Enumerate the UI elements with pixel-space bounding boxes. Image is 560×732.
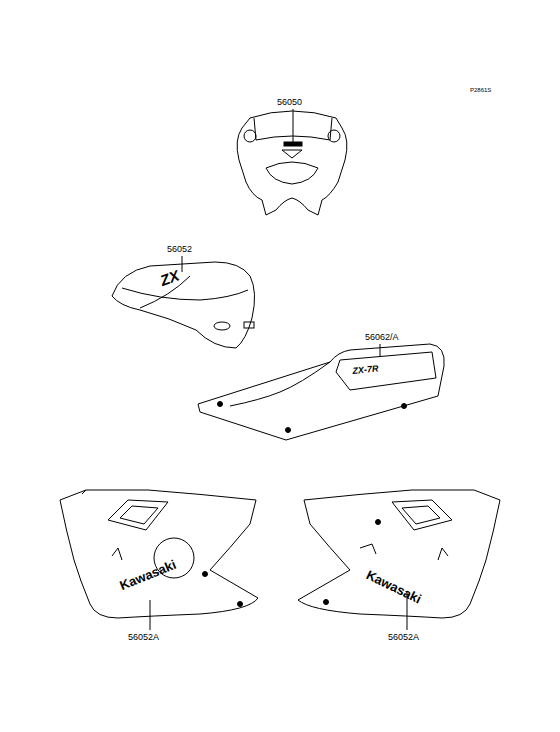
fuel-tank xyxy=(112,262,255,348)
decal-text: Kawasaki xyxy=(364,568,423,606)
mirror-mount xyxy=(244,130,256,142)
cowl-emblem xyxy=(284,142,302,146)
tank-line xyxy=(122,288,248,300)
mirror-mount xyxy=(328,130,340,142)
leader-line xyxy=(380,344,381,356)
callout-number: 56062/A xyxy=(365,333,399,342)
tank-fitting xyxy=(244,322,254,328)
fairing-clip xyxy=(360,544,376,554)
headlight-opening xyxy=(266,162,318,184)
decal-text: ZX-7R xyxy=(352,364,379,376)
cowl-outline xyxy=(237,111,347,215)
fairing-vent xyxy=(402,506,440,524)
right-fairing xyxy=(298,490,500,618)
callout-number: 56050 xyxy=(277,98,302,107)
decal-text: ZX xyxy=(158,267,181,288)
mount-hole xyxy=(324,600,329,605)
mount-hole xyxy=(402,404,407,409)
mount-hole xyxy=(238,602,243,607)
tank-cap xyxy=(214,322,230,330)
fairing-clip xyxy=(438,548,448,560)
callout-number: 56052A xyxy=(388,633,419,642)
upper-cowl xyxy=(237,111,347,215)
fairing-clip xyxy=(112,548,122,560)
seat-cowl-line xyxy=(230,362,330,406)
tank-outline xyxy=(112,262,255,348)
fairing-edge xyxy=(82,490,86,494)
seat-cowl xyxy=(198,344,444,440)
leader-line xyxy=(150,600,151,630)
mount-hole xyxy=(286,428,291,433)
leader-line xyxy=(293,109,294,142)
mount-hole xyxy=(218,402,223,407)
figure-code: P2861S xyxy=(470,87,491,93)
fairing-vent xyxy=(120,506,158,524)
fairing-outline xyxy=(298,490,500,618)
seat-cowl-outline xyxy=(198,344,444,440)
fairing-outline xyxy=(60,490,258,618)
callout-number: 56052A xyxy=(128,633,159,642)
decal-outline xyxy=(336,352,436,390)
left-fairing xyxy=(60,490,258,618)
fairing-vent xyxy=(108,500,168,530)
mount-hole xyxy=(376,520,381,525)
windscreen-edge xyxy=(254,118,332,140)
leader-lines xyxy=(150,109,407,630)
cowl-duct xyxy=(282,150,302,158)
decal-text: Kawasaki xyxy=(118,558,178,592)
mount-hole xyxy=(203,572,208,577)
fairing-vent xyxy=(392,500,452,530)
callout-number: 56052 xyxy=(167,245,192,254)
